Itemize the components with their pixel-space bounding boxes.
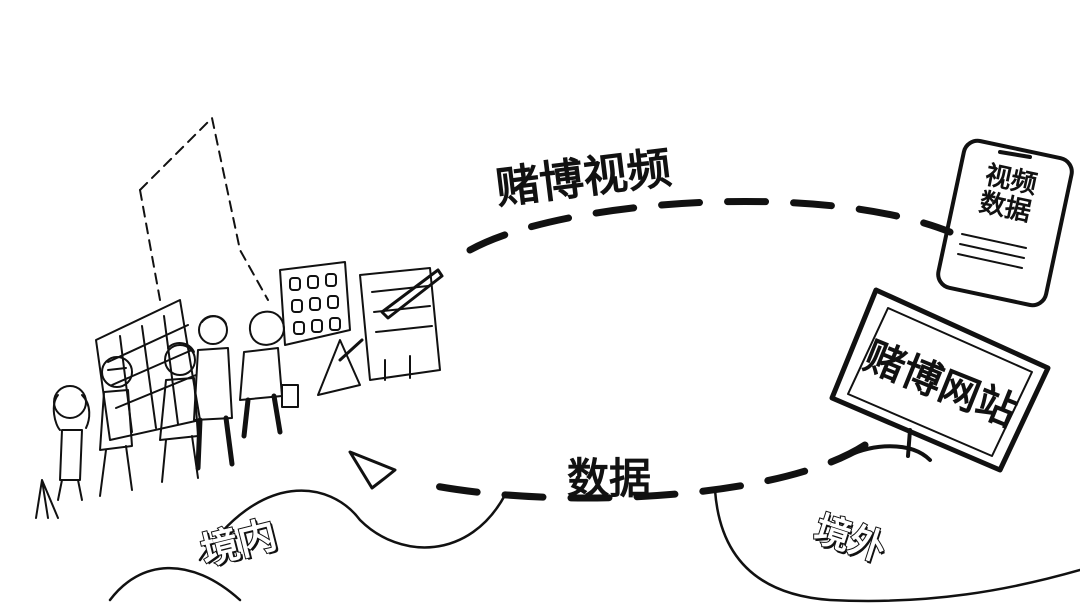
- tripod-icon: [35, 479, 59, 519]
- phone-icon: [936, 138, 1074, 308]
- flow-arrow-video: [466, 198, 954, 254]
- ground-curve-middle: [198, 489, 507, 562]
- arrowhead-icon: [348, 450, 397, 490]
- person-4: [193, 315, 235, 471]
- window-building: [279, 261, 351, 346]
- ground-curve-right: [713, 488, 1080, 603]
- ground-curve-left: [108, 566, 242, 602]
- data-label: 数据: [567, 454, 652, 503]
- low-building: [359, 267, 441, 381]
- pen-icon: [380, 268, 444, 320]
- triangle-ruler-icon: [317, 339, 361, 396]
- monitor-icon: [829, 287, 1051, 473]
- person-2: [99, 356, 133, 497]
- person-3: [159, 342, 199, 483]
- dashed-tower: [139, 117, 269, 301]
- flow-arrow-data: [426, 441, 869, 502]
- person-5: [239, 310, 299, 439]
- person-1: [52, 385, 91, 501]
